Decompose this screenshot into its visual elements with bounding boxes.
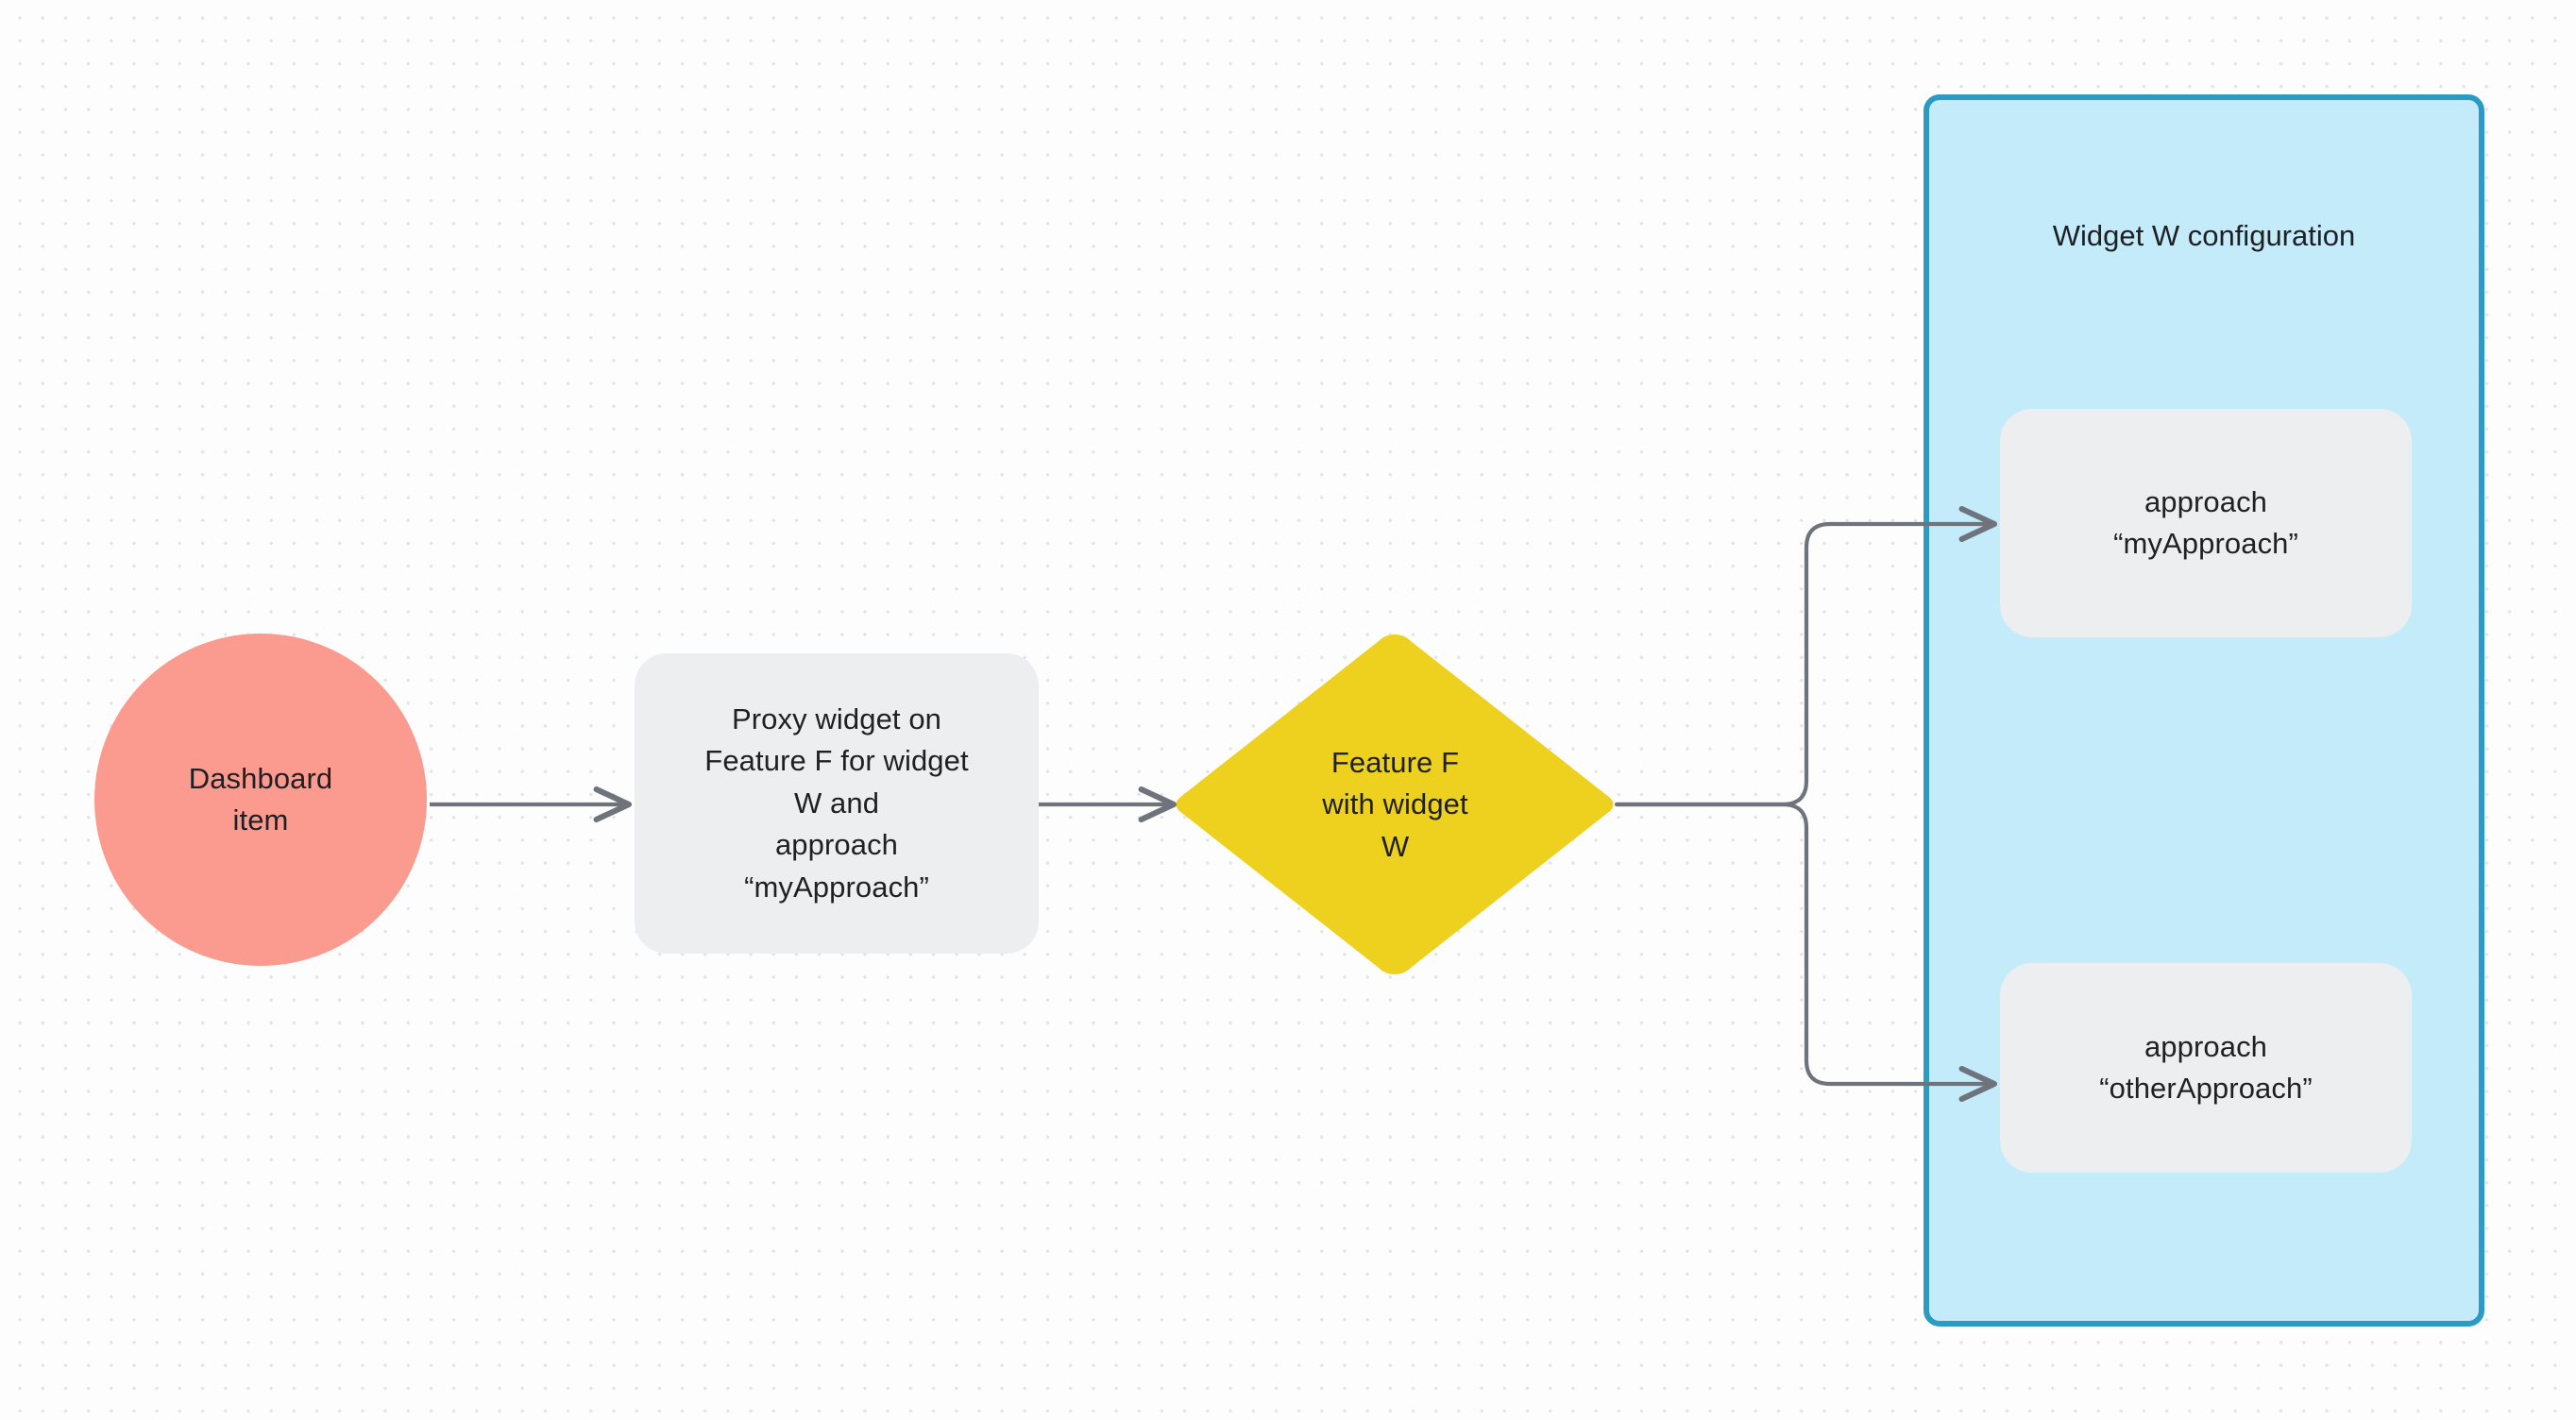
node-feature-f[interactable] (1176, 634, 1614, 974)
edge-feature-to-approach-other (1614, 802, 1998, 1103)
node-approach-my[interactable] (2000, 409, 2412, 637)
node-approach-other[interactable] (2000, 963, 2412, 1173)
node-proxy-widget[interactable] (635, 653, 1039, 954)
group-title-widget-w-configuration: Widget W configuration (2052, 219, 2356, 252)
edge-feature-to-approach-my (1614, 505, 1998, 807)
node-dashboard-item[interactable] (94, 634, 427, 966)
